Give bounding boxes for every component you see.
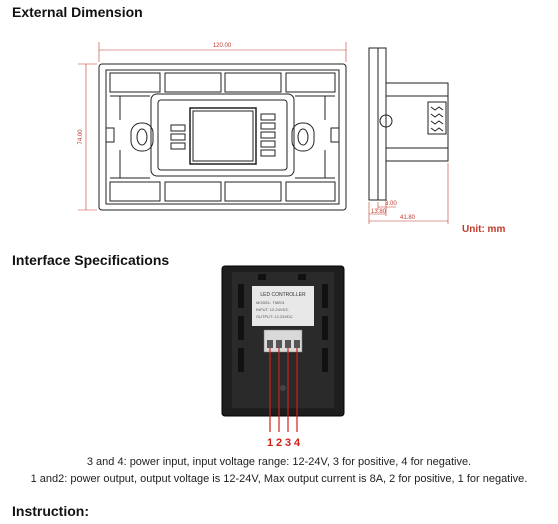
- interface-specifications-heading: Interface Specifications: [12, 252, 170, 268]
- terminal-number-4: 4: [294, 437, 301, 449]
- depth-small-label: 3.00: [385, 201, 397, 207]
- depth-total-label: 41.80: [400, 215, 416, 221]
- unit-label: Unit: mm: [462, 224, 506, 235]
- external-dimension-heading: External Dimension: [12, 4, 143, 20]
- side-view: [368, 47, 449, 201]
- width-dimension-label: 120.00: [213, 43, 232, 49]
- height-dimension-label: 74.00: [78, 129, 84, 145]
- power-output-caption: 1 and2: power output, output voltage is …: [30, 473, 528, 485]
- side-dimension-lines: [368, 163, 449, 224]
- front-view: [98, 63, 347, 211]
- front-dimension-lines: [78, 42, 347, 211]
- instruction-heading: Instruction:: [12, 503, 89, 519]
- terminal-number-2: 2: [276, 437, 282, 449]
- power-input-caption: 3 and 4: power input, input voltage rang…: [86, 456, 472, 468]
- controller-label-input: INPUT: 12-24VDC: [256, 307, 289, 312]
- controller-back-photo: LED CONTROLLER MODEL: TM001 INPUT: 12-24…: [221, 265, 345, 449]
- terminal-number-1: 1: [267, 437, 273, 449]
- controller-label-model: MODEL: TM001: [256, 300, 286, 305]
- terminal-number-3: 3: [285, 437, 291, 449]
- controller-label-output: OUTPUT: 12-24VDC: [256, 314, 293, 319]
- controller-label-title: LED CONTROLLER: [260, 292, 306, 298]
- dimension-drawing: 120.00 74.00 3.00 13.80 41.80: [78, 42, 449, 224]
- depth-mid-label: 13.80: [371, 209, 387, 215]
